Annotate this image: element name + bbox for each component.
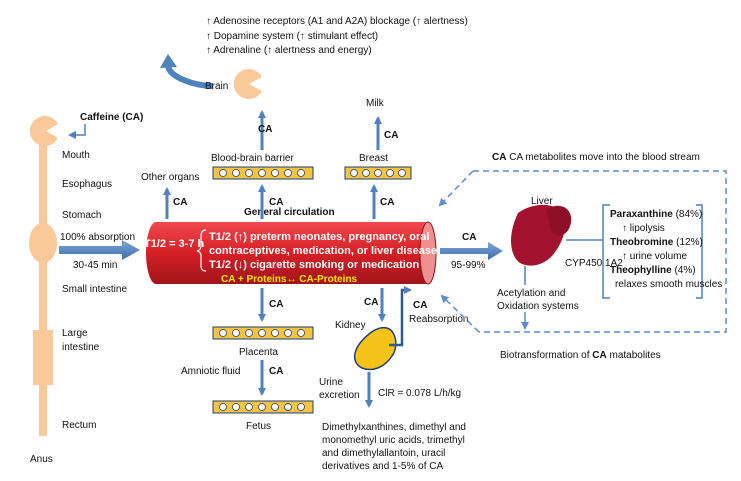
half-life-increase-1: T1/2 (↑) preterm neonates, pregnancy, or…	[209, 231, 429, 243]
vessel-to-liver-arrow	[440, 242, 503, 260]
half-life-decrease: T1/2 (↓) cigarette smoking or medication	[209, 259, 420, 271]
ca-label-milk: CA	[384, 130, 398, 141]
metabolite-loop-arrow-bottom	[440, 294, 480, 333]
absorption-arrow	[59, 240, 140, 260]
ca-label-liver: CA	[462, 232, 476, 243]
biotransformation-label: Biotransformation of CA matabolites	[500, 350, 661, 361]
esophagus-label: Esophagus	[62, 179, 112, 190]
urine-label-2: excretion	[319, 390, 360, 401]
vessel-opening	[419, 221, 437, 285]
metabolite-bracket-right	[696, 204, 703, 299]
absorption-time-label: 30-45 min	[73, 260, 117, 271]
milk-label: Milk	[366, 98, 385, 109]
acetylation-label-2: Oxidation systems	[497, 301, 579, 312]
esophagus-shape	[39, 145, 47, 225]
urine-product-2: monomethyl uric acids, trimethyl	[322, 435, 465, 446]
rectum-label: Rectum	[62, 420, 96, 431]
general-circulation-label: General circulation	[244, 207, 335, 218]
large-intestine-shape	[33, 330, 53, 385]
fetus-label: Fetus	[246, 421, 271, 432]
metabolite-theophylline-effect: relaxes smooth muscles	[615, 279, 722, 290]
half-life-label: T1/2 = 3-7 h	[144, 238, 205, 250]
breast-pores	[350, 169, 406, 177]
small-intestine-shape	[39, 260, 47, 332]
metabolite-theobromine: Theobromine (12%)	[610, 237, 703, 248]
anus-label: Anus	[30, 454, 53, 465]
liver-label: Liver	[531, 196, 553, 207]
metabolite-loop-dashed	[473, 170, 727, 333]
large-intestine-label-1: Large	[62, 328, 88, 339]
stomach-shape	[29, 223, 57, 263]
breast-label: Breast	[359, 153, 388, 164]
ca-label-breast: CA	[380, 197, 394, 208]
caffeine-intake-arrow	[68, 124, 86, 139]
kidney-icon	[353, 327, 397, 371]
urine-label-1: Urine	[319, 377, 343, 388]
ca-label-bbb: CA	[269, 197, 283, 208]
metabolite-bracket-left	[602, 204, 610, 299]
metabolite-paraxanthine: Paraxanthine (84%)	[610, 209, 702, 220]
brain-icon	[233, 69, 262, 99]
rectum-shape	[39, 384, 47, 436]
metabolite-paraxanthine-effect: ↑ lipolysis	[622, 223, 665, 234]
reabsorption-label: Reabsorption	[409, 314, 468, 325]
urine-product-3: and dimethylallantoin, uracil	[322, 448, 445, 459]
metabolites-move-label: CA CA metabolites move into the blood st…	[492, 152, 700, 163]
placenta-pores	[219, 329, 305, 337]
metabolite-theobromine-effect: ↑ urine volume	[622, 251, 687, 262]
liver-lobe	[546, 205, 572, 236]
half-life-increase-2: contraceptives, medication, or liver dis…	[209, 245, 437, 257]
brain-curved-arrow	[165, 64, 214, 89]
vessel-body	[146, 222, 428, 284]
cyp-label: CYP450 1A2	[565, 258, 623, 269]
fetus-pores	[219, 403, 305, 411]
stomach-label: Stomach	[62, 210, 101, 221]
ca-label-reabsorption: CA	[413, 300, 427, 311]
ca-label-fetus: CA	[269, 366, 283, 377]
ca-label-kidney: CA	[364, 297, 378, 308]
metabolite-theophylline: Theophylline (4%)	[610, 265, 696, 276]
brain-effect-3: ↑ Adrenaline (↑ alertness and energy)	[206, 45, 372, 56]
mouth-label: Mouth	[62, 150, 90, 161]
amniotic-fluid-label: Amniotic fluid	[181, 366, 240, 377]
brain-label: Brain	[205, 81, 228, 92]
mouth-icon	[29, 116, 58, 146]
bbb-label: Blood-brain barrier	[211, 153, 294, 164]
large-intestine-label-2: intestine	[62, 342, 100, 353]
brain-effect-2: ↑ Dopamine system (↑ stimulant effect)	[206, 31, 378, 42]
brain-effect-1: ↑ Adenosine receptors (A1 and A2A) block…	[206, 16, 468, 27]
metabolite-loop-arrow-top	[438, 170, 474, 207]
brain-curved-arrowhead	[160, 54, 177, 68]
small-intestine-label: Small intestine	[62, 284, 127, 295]
liver-percent-label: 95-99%	[451, 260, 486, 271]
half-life-brace	[196, 229, 207, 272]
kidney-label: Kidney	[335, 320, 366, 331]
urine-product-4: derivatives and 1-5% of CA	[322, 461, 444, 472]
other-organs-label: Other organs	[141, 172, 199, 183]
urine-product-1: Dimethylxanthines, dimethyl and	[322, 422, 466, 433]
ca-label-placenta: CA	[269, 299, 283, 310]
protein-binding-label: CA + Proteins↔ CA-Proteins	[221, 274, 357, 285]
caffeine-label: Caffeine (CA)	[80, 112, 143, 123]
acetylation-label-1: Acetylation and	[497, 288, 565, 299]
placenta-label: Placenta	[239, 347, 278, 358]
clearance-label: ClR = 0.078 L/h/kg	[378, 388, 461, 399]
bbb-pores	[219, 169, 305, 177]
ca-label-other-organs: CA	[173, 197, 187, 208]
reabsorption-arrow	[389, 286, 412, 347]
ca-label-brain: CA	[258, 124, 272, 135]
absorption-label: 100% absorption	[60, 232, 135, 243]
